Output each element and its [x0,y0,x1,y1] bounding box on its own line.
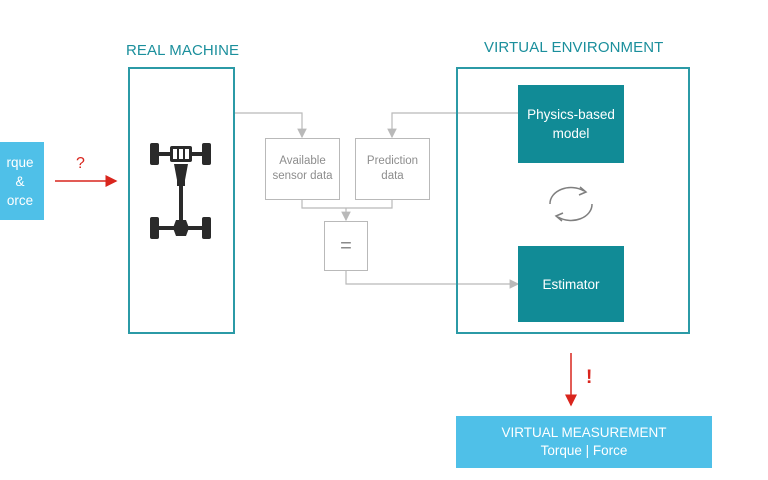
prediction-data-box: Prediction data [355,138,430,200]
virtual-environment-frame [456,67,690,334]
model-label-2: model [552,126,590,141]
input-line-1: rque [6,154,34,170]
input-line-3: orce [6,192,34,208]
virtual-environment-title: VIRTUAL ENVIRONMENT [484,39,664,56]
prediction-label-1: Prediction [366,155,419,167]
input-line-2: & [15,173,25,189]
virtual-measurement-title: VIRTUAL MEASUREMENT [501,425,667,440]
estimator-label: Estimator [542,276,600,292]
physics-based-model-box: Physics-based model [518,85,624,163]
sensor-label-2: sensor data [272,170,333,182]
output-marker: ! [586,367,593,388]
input-torque-force-box: rque & orce [0,142,44,220]
cycle-arrows-icon [549,186,593,222]
equals-to-estimator-connector [345,271,520,289]
real-machine-title: REAL MACHINE [126,42,240,59]
virtual-measurement-box: VIRTUAL MEASUREMENT Torque | Force [456,416,712,468]
equals-symbol: = [340,234,352,257]
real-machine-frame [128,67,235,334]
equals-comparison-box: = [324,221,368,271]
model-to-prediction-connector [387,112,518,139]
vehicle-drivetrain-icon [150,143,211,239]
prediction-label-2: data [381,170,404,182]
virtual-measurement-subtitle: Torque | Force [540,443,628,458]
estimator-box: Estimator [518,246,624,322]
sensor-label-1: Available [279,155,326,167]
machine-to-sensor-connector [234,112,307,139]
unknown-marker: ? [76,155,85,172]
sensor-to-equals-connector [301,200,393,209]
available-sensor-data-box: Available sensor data [265,138,340,200]
model-label-1: Physics-based [527,107,615,122]
